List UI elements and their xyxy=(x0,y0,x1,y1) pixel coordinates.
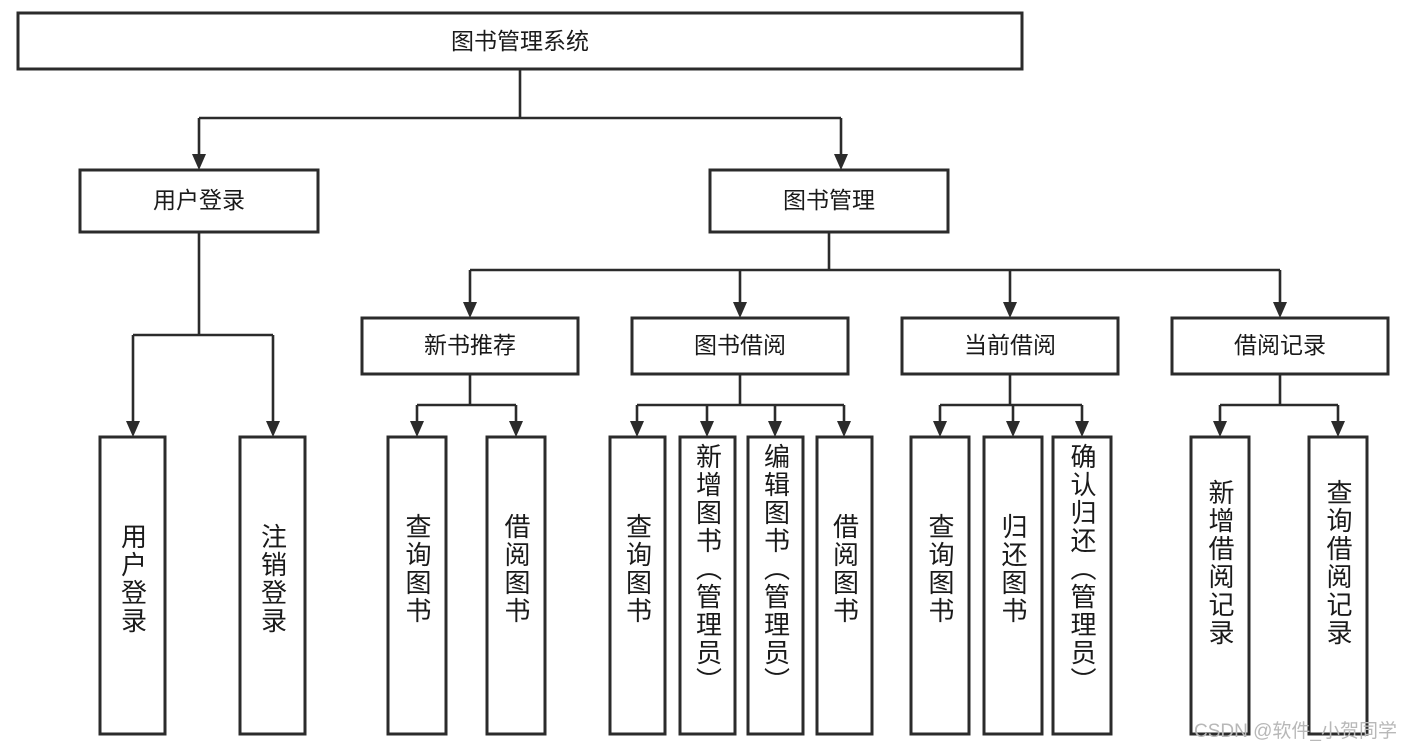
leaf-node-rec-borrow-book[interactable] xyxy=(485,435,547,736)
node-book-manage[interactable]: 图书管理 xyxy=(708,168,950,234)
node-new-book-recommend[interactable]: 新书推荐 xyxy=(360,316,580,376)
arrowhead-to-book-manage xyxy=(834,154,848,170)
node-root-system-label: 图书管理系统 xyxy=(451,28,589,54)
node-user-login-label: 用户登录 xyxy=(153,187,245,213)
node-borrow-record[interactable]: 借阅记录 xyxy=(1170,316,1390,376)
arrowhead-to-leaf-bb-add-book xyxy=(700,421,714,437)
leaf-node-bb-borrow-book[interactable] xyxy=(815,435,874,736)
node-borrow-record-label: 借阅记录 xyxy=(1234,332,1326,358)
leaf-node-bb-query-book[interactable] xyxy=(608,435,667,736)
arrowhead-to-new-book-rec xyxy=(463,302,477,318)
node-current-borrow[interactable]: 当前借阅 xyxy=(900,316,1120,376)
leaf-node-bb-edit-book[interactable] xyxy=(746,435,805,736)
node-book-borrow[interactable]: 图书借阅 xyxy=(630,316,850,376)
leaf-node-br-query-record[interactable] xyxy=(1307,435,1369,736)
arrowhead-to-user-login xyxy=(192,154,206,170)
arrowhead-to-leaf-bb-borrow-book xyxy=(837,421,851,437)
arrowhead-to-leaf-rec-borrow-book xyxy=(509,421,523,437)
connector-bookmanage-to-level3 xyxy=(468,232,1282,304)
connector-newbookrec-to-leaves xyxy=(415,374,518,423)
arrowhead-to-borrow-record xyxy=(1273,302,1287,318)
leaf-node-br-add-record[interactable] xyxy=(1189,435,1251,736)
arrowhead-to-leaf-br-query-record xyxy=(1331,421,1345,437)
leaf-node-rec-query-book[interactable] xyxy=(386,435,448,736)
leaf-node-bb-add-book[interactable] xyxy=(678,435,737,736)
arrowhead-to-book-borrow xyxy=(733,302,747,318)
node-book-manage-label: 图书管理 xyxy=(783,187,875,213)
arrowhead-to-leaf-logout xyxy=(266,421,280,437)
arrowhead-to-leaf-bb-edit-book xyxy=(768,421,782,437)
arrowhead-to-current-borrow xyxy=(1003,302,1017,318)
connector-bookborrow-to-leaves xyxy=(635,374,846,423)
leaf-node-user-login[interactable] xyxy=(98,435,167,736)
csdn-watermark: CSDN @软件_小贺同学 xyxy=(1194,721,1397,742)
arrowhead-to-leaf-rec-query-book xyxy=(410,421,424,437)
connector-currentborrow-to-leaves xyxy=(938,374,1084,423)
arrowhead-to-leaf-br-add-record xyxy=(1213,421,1227,437)
node-current-borrow-label: 当前借阅 xyxy=(964,332,1056,358)
arrowhead-to-leaf-cb-confirm-return xyxy=(1075,421,1089,437)
node-new-book-recommend-label: 新书推荐 xyxy=(424,332,516,358)
arrowhead-to-leaf-cb-return-book xyxy=(1006,421,1020,437)
connector-userlogin-to-leaves xyxy=(131,232,275,423)
leaf-node-cb-return-book[interactable] xyxy=(982,435,1044,736)
node-user-login[interactable]: 用户登录 xyxy=(78,168,320,234)
node-book-borrow-label: 图书借阅 xyxy=(694,332,786,358)
leaf-node-logout[interactable] xyxy=(238,435,307,736)
connector-root-to-level2 xyxy=(197,69,843,156)
leaf-node-cb-confirm-return[interactable] xyxy=(1051,435,1113,736)
arrowhead-to-leaf-cb-query-book xyxy=(933,421,947,437)
arrowhead-to-leaf-user-login xyxy=(126,421,140,437)
node-root-system[interactable]: 图书管理系统 xyxy=(16,11,1024,71)
arrowhead-to-leaf-bb-query-book xyxy=(630,421,644,437)
connector-borrowrecord-to-leaves xyxy=(1218,374,1340,423)
leaf-node-cb-query-book[interactable] xyxy=(909,435,971,736)
